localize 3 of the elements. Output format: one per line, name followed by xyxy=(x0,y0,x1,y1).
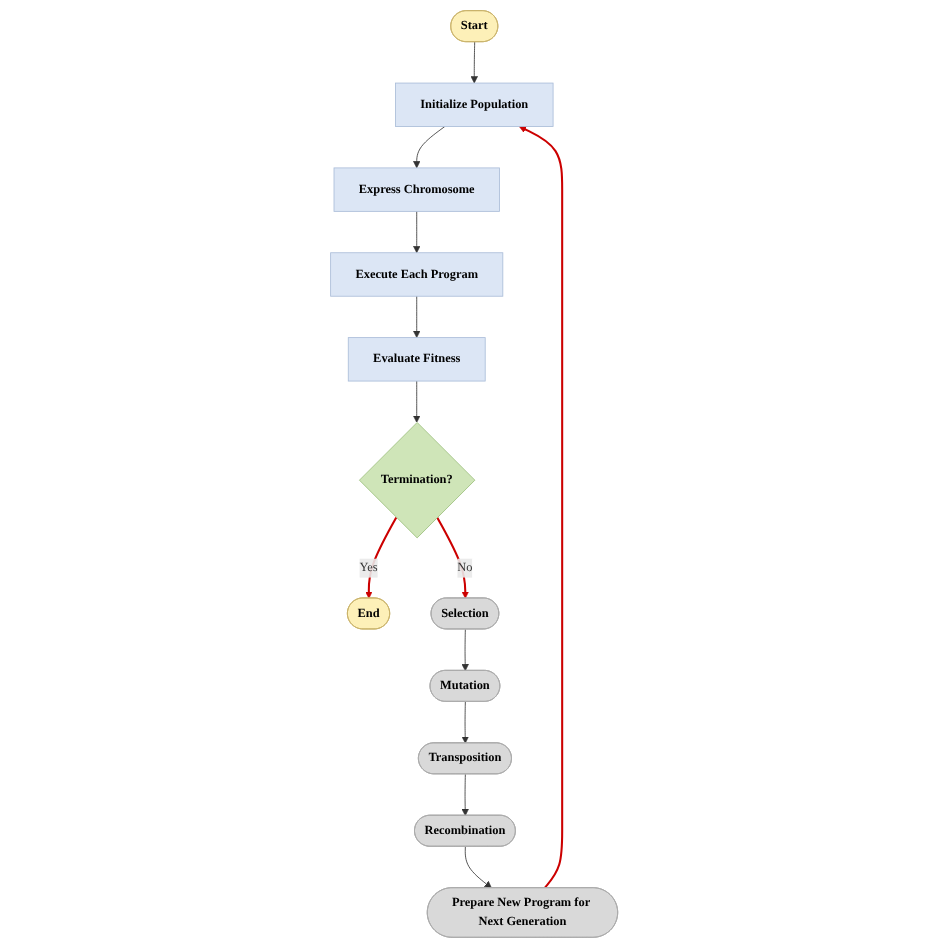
arrow xyxy=(365,516,397,599)
arrow xyxy=(518,126,564,889)
arrow xyxy=(436,516,469,599)
